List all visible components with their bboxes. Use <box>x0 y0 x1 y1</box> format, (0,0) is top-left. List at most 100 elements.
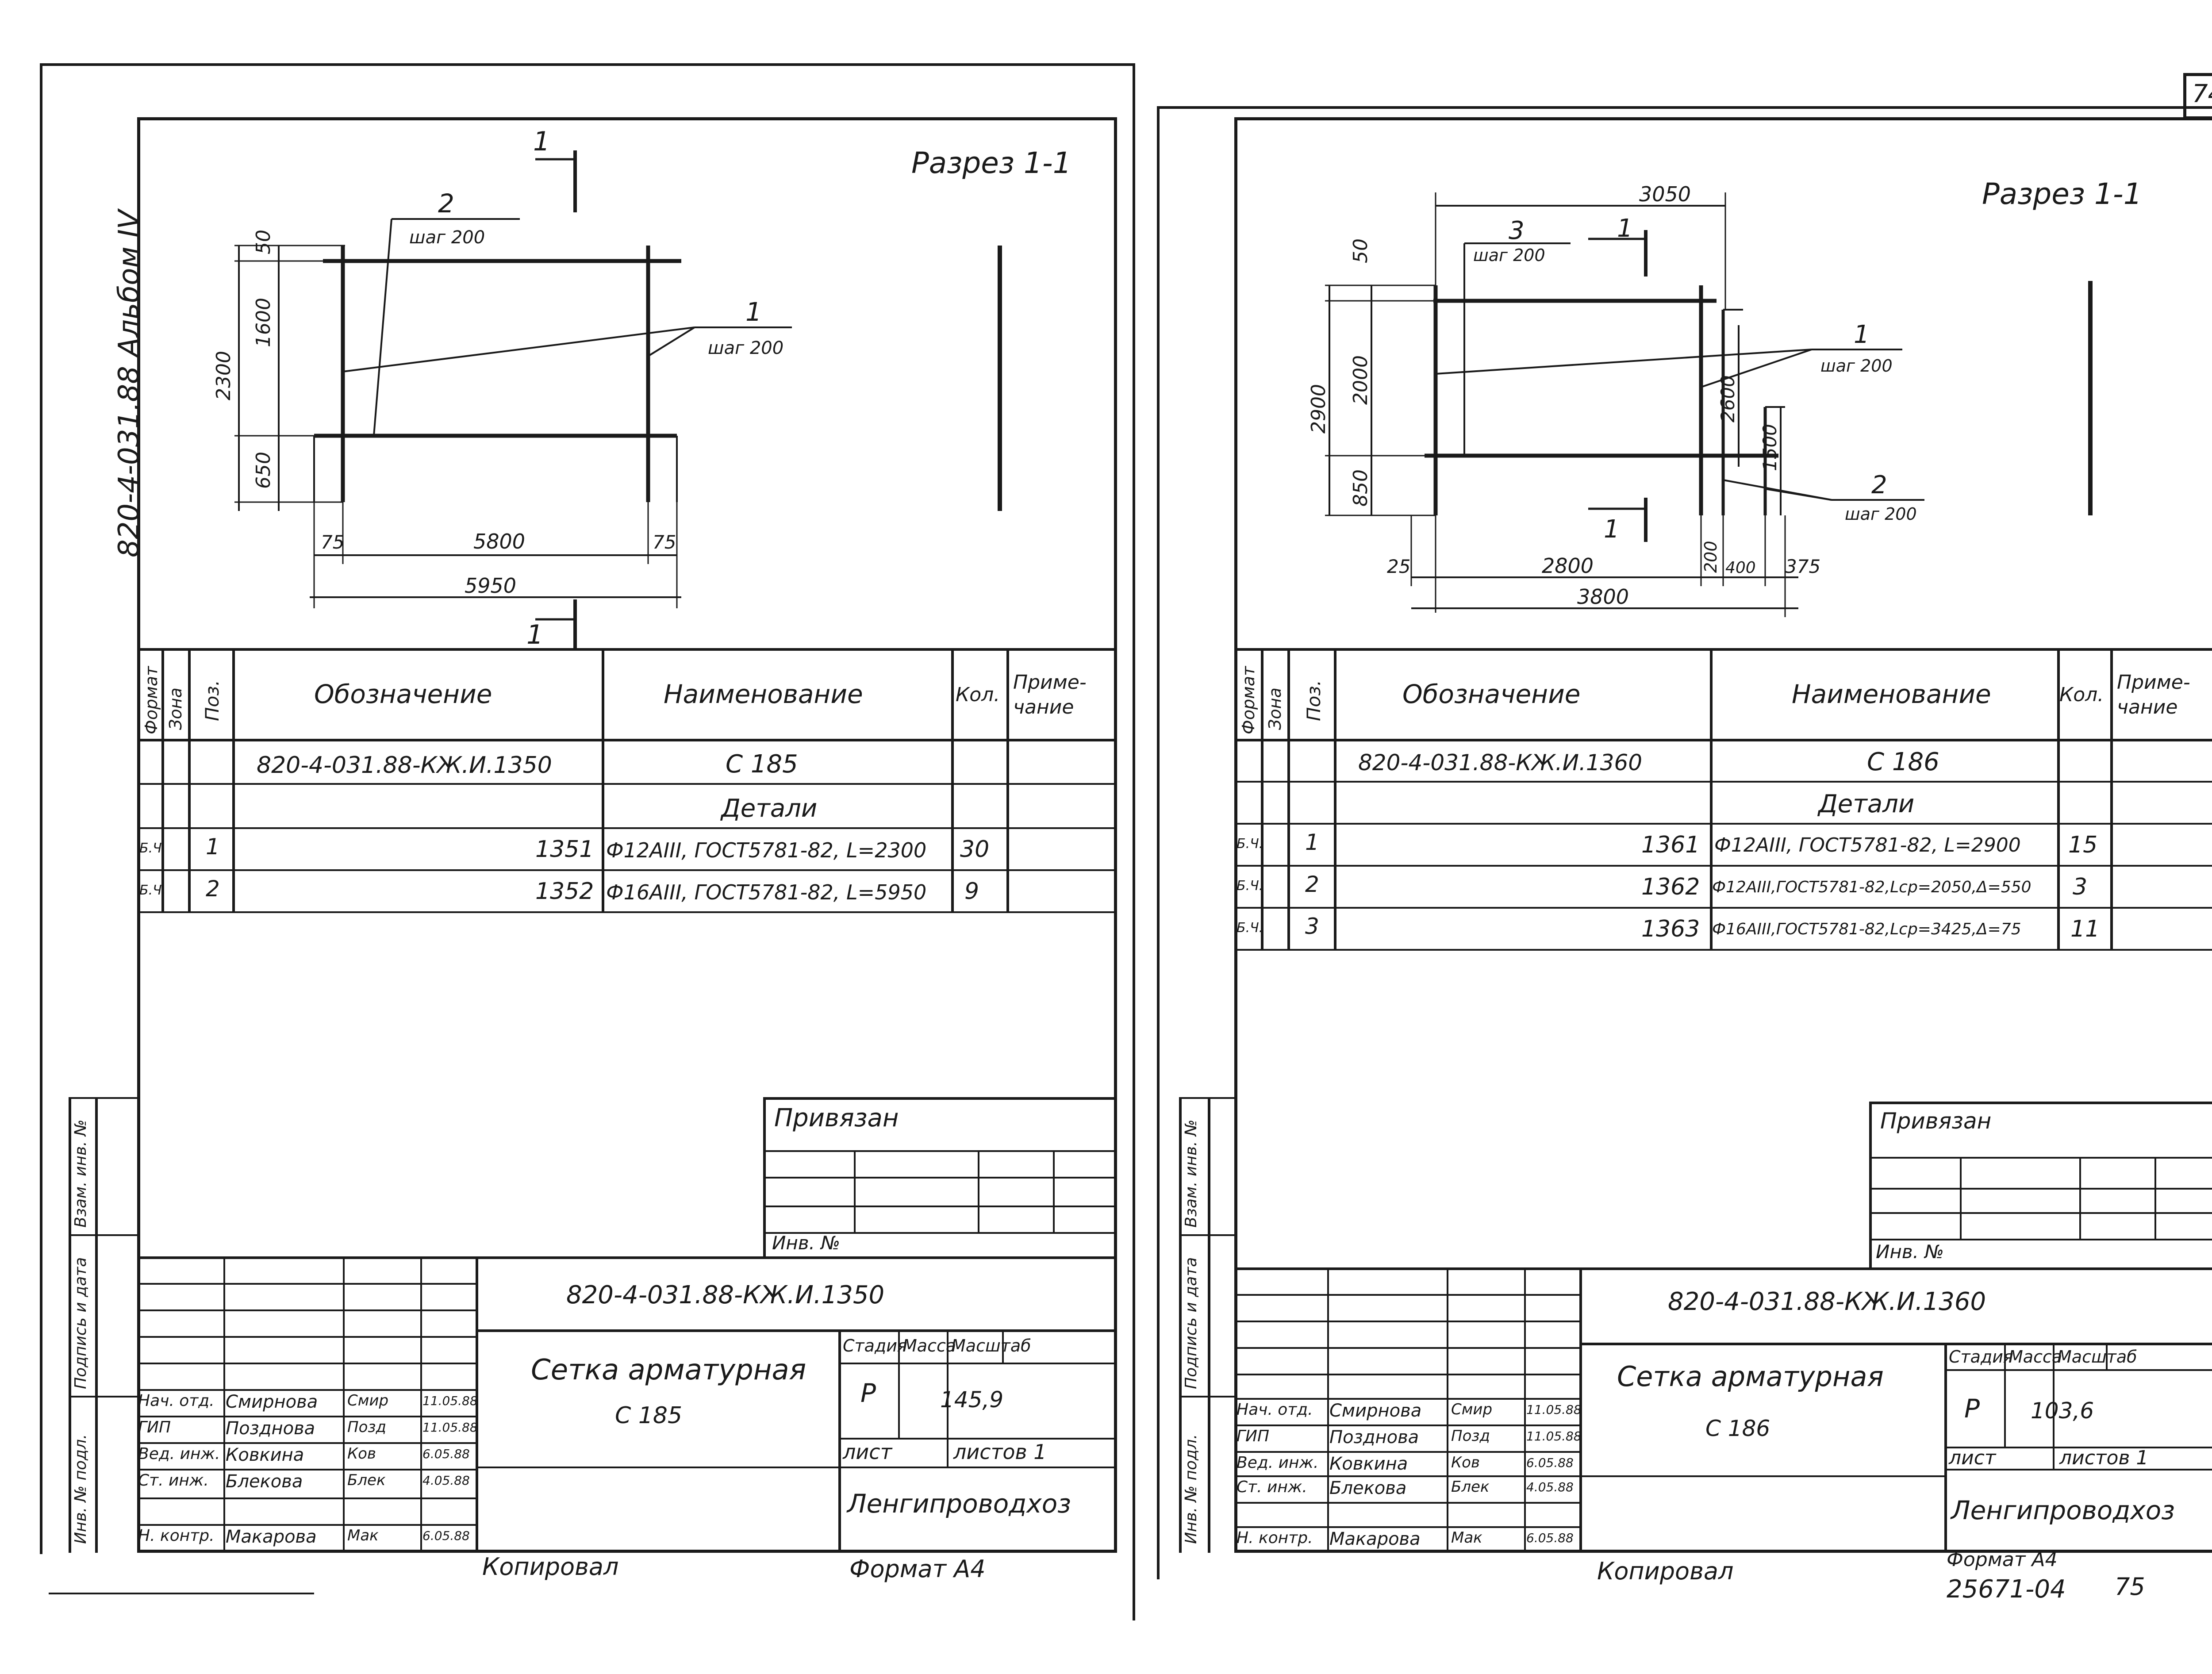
dim-375: 375 <box>1785 556 1820 577</box>
row3-designation-r: 1361 <box>1641 832 1700 858</box>
th-zone: Зона <box>166 687 185 730</box>
staff-name: Смирнова <box>226 1392 318 1412</box>
format-label: Формат А4 <box>849 1555 986 1583</box>
dim-3800: 3800 <box>1577 585 1629 609</box>
row1-name: С 185 <box>726 750 798 779</box>
dim-400: 400 <box>1725 559 1756 577</box>
right-top-edge <box>1157 106 2212 109</box>
staff-role: Вед. инж. <box>138 1445 220 1463</box>
dim-50-r: 50 <box>1349 238 1372 263</box>
callout-3-step: шаг 200 <box>1473 246 1545 265</box>
title-line2-r: С 186 <box>1705 1416 1770 1441</box>
callout-2-num: 2 <box>438 188 454 219</box>
row1-designation: 820-4-031.88-КЖ.И.1350 <box>257 752 552 779</box>
right-drawing-frame <box>1234 117 2212 1553</box>
staff-date: 4.05.88 <box>422 1473 470 1488</box>
title-line1: Сетка арматурная <box>531 1354 806 1386</box>
page-number-bottom: 75 <box>2115 1573 2145 1601</box>
row3-format: Б.Ч. <box>139 841 166 856</box>
right-outer-left-edge <box>1157 106 1160 1579</box>
staff-sign: Смир <box>347 1392 389 1409</box>
staff-sign-r: Позд <box>1451 1427 1490 1445</box>
scale-label: Масштаб <box>951 1336 1031 1355</box>
th-note: Приме-чание <box>1013 671 1087 718</box>
staff-date-r: 6.05.88 <box>1526 1455 1574 1470</box>
doc-code-r: 820-4-031.88-КЖ.И.1360 <box>1668 1287 1986 1316</box>
th-designation-r: Обозначение <box>1402 679 1581 709</box>
row3-name-r: Ф12АIII, ГОСТ5781-82, L=2900 <box>1714 834 2021 856</box>
section-title: Разрез 1-1 <box>911 146 1071 180</box>
th-pos: Поз. <box>201 680 223 721</box>
th-zone-r: Зона <box>1265 687 1285 730</box>
th-qty-r: Кол. <box>2059 683 2104 706</box>
row3-pos: 1 <box>206 834 220 860</box>
row4-pos: 2 <box>206 876 220 902</box>
dim-650: 650 <box>252 452 275 489</box>
row1-name-r: С 186 <box>1867 748 1939 776</box>
stamp-vzam-inv-r: Взам. инв. № <box>1182 1119 1200 1228</box>
staff-sign: Позд <box>347 1418 386 1436</box>
dim-2800: 2800 <box>1542 554 1594 578</box>
copied-label: Копировал <box>482 1553 619 1581</box>
row3-pos-r: 1 <box>1305 829 1319 855</box>
staff-date-r: 11.05.88 <box>1526 1402 1582 1417</box>
dim-50: 50 <box>252 230 275 254</box>
stage-value-r: Р <box>1964 1394 1980 1424</box>
dim-200: 200 <box>1701 541 1720 573</box>
row4-name: Ф16АIII, ГОСТ5781-82, L=5950 <box>606 880 927 904</box>
dim-5800: 5800 <box>473 530 525 553</box>
privyazan-label-r: Привязан <box>1880 1108 1992 1134</box>
staff-role-r: ГИП <box>1237 1427 1270 1445</box>
stamp-inv-podl-r: Инв. № подл. <box>1182 1434 1200 1544</box>
section-mark-top: 1 <box>533 126 550 157</box>
callout-2-step: шаг 200 <box>409 227 485 248</box>
mass-label: Масса <box>902 1336 956 1355</box>
row5-pos-r: 3 <box>1305 914 1319 939</box>
right-mesh-drawing: 3050 1 1 3 шаг 200 1 шаг 200 2 шаг 200 5… <box>1307 182 2093 617</box>
row4-designation: 1352 <box>535 878 594 905</box>
section-mark-bottom: 1 <box>526 619 543 648</box>
staff-name-r: Позднова <box>1329 1427 1419 1447</box>
stamp-vzam-inv: Взам. инв. № <box>72 1119 90 1228</box>
left-top-edge <box>40 63 1133 66</box>
mass-value-r: 103,6 <box>2031 1398 2094 1424</box>
callout-1-num-r: 1 <box>1854 320 1870 349</box>
title-line2: С 185 <box>615 1402 683 1429</box>
section-title-right: Разрез 1-1 <box>1982 177 2142 211</box>
section-mark-bottom-r: 1 <box>1604 515 1620 544</box>
th-name: Наименование <box>664 679 863 709</box>
th-pos-r: Поз. <box>1303 680 1325 721</box>
staff-sign-r: Ков <box>1451 1454 1480 1471</box>
sheets-label: листов 1 <box>953 1440 1047 1464</box>
page-number-box <box>2183 73 2212 119</box>
row4-pos-r: 2 <box>1305 872 1319 897</box>
inv-no-label: Инв. № <box>772 1232 841 1254</box>
staff-sign: Блек <box>347 1471 386 1489</box>
sheet-label: лист <box>843 1440 892 1464</box>
staff-sign: Ков <box>347 1445 376 1463</box>
staff-role-r: Н. контр. <box>1237 1529 1313 1547</box>
stamp-inv-podl: Инв. № подл. <box>72 1434 90 1544</box>
row2-name-r: Детали <box>1818 790 1915 818</box>
staff-role-r: Нач. отд. <box>1237 1401 1313 1419</box>
staff-role-r: Ст. инж. <box>1237 1478 1307 1496</box>
callout-3-num: 3 <box>1509 216 1525 245</box>
staff-name-r: Смирнова <box>1329 1401 1422 1421</box>
staff-role-r: Вед. инж. <box>1237 1454 1319 1472</box>
row3-qty: 30 <box>960 836 990 863</box>
sheet-label-r: лист <box>1949 1447 1996 1469</box>
org-name: Ленгипроводхоз <box>847 1489 1071 1519</box>
row4-qty: 9 <box>964 878 979 905</box>
staff-name: Блекова <box>226 1471 303 1492</box>
bottom-rule <box>49 1593 314 1594</box>
dim-3050: 3050 <box>1639 182 1691 206</box>
stage-value: Р <box>860 1378 876 1408</box>
privyazan-label: Привязан <box>774 1104 899 1133</box>
staff-sign-r: Мак <box>1451 1529 1482 1547</box>
staff-name-r: Блекова <box>1329 1478 1407 1498</box>
row4-format-r: Б.Ч. <box>1237 878 1263 894</box>
row4-name-r: Ф12АIII,ГОСТ5781-82,Lср=2050,Δ=550 <box>1712 878 2032 896</box>
row5-qty-r: 11 <box>2070 916 2100 942</box>
sheets-label-r: листов 1 <box>2059 1447 2149 1469</box>
mass-label-r: Масса <box>2008 1347 2062 1367</box>
